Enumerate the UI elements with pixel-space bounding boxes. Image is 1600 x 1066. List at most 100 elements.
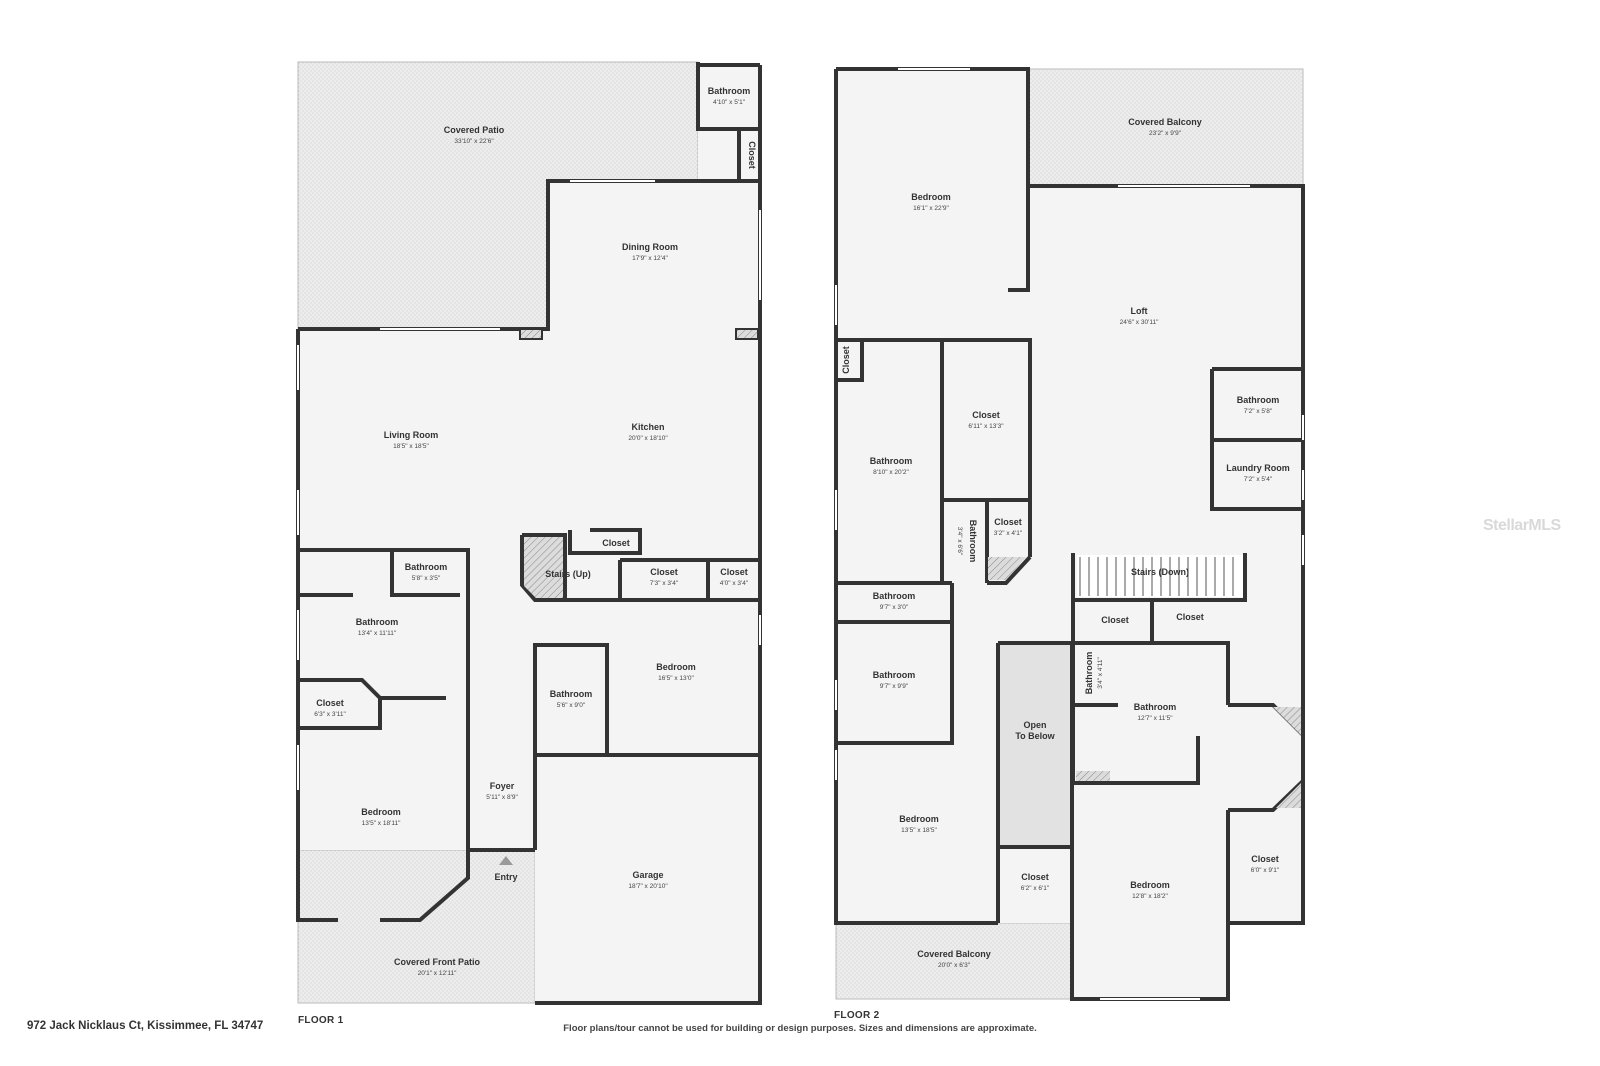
room-dim: 3'4" x 4'11" <box>1097 657 1104 689</box>
room-name: Bathroom <box>1134 702 1177 712</box>
room-name: Bedroom <box>911 192 951 202</box>
room-dim: 24'6" x 30'11" <box>1120 319 1159 326</box>
room-name: Closet <box>994 517 1022 527</box>
room-dim: 4'10" x 5'1" <box>713 99 746 106</box>
entry-label: Entry <box>494 872 517 882</box>
room-name: Bathroom <box>356 617 399 627</box>
room-dim: 3'2" x 4'1" <box>994 530 1023 537</box>
room-name: Bathroom <box>1237 395 1280 405</box>
room-dim: 3'4" x 6'6" <box>956 527 963 556</box>
room-name: Bedroom <box>1130 880 1170 890</box>
room-dim: 20'0" x 18'10" <box>628 435 668 442</box>
room-name: Closet <box>1101 615 1129 625</box>
room-dim: 7'2" x 5'4" <box>1244 476 1273 483</box>
stairs-down-treads <box>1077 555 1243 597</box>
open-to-below-area <box>998 643 1072 847</box>
floor-2-plan <box>834 67 1305 1001</box>
room-name: Bathroom <box>550 689 593 699</box>
floor-1-windows <box>297 180 761 790</box>
room-name: Bedroom <box>656 662 696 672</box>
bedroom-corner-hatch <box>1276 783 1301 808</box>
floor-2-labels: Covered Balcony 23'2" x 9'9" Bedroom 16'… <box>841 117 1290 969</box>
room-name: Laundry Room <box>1226 463 1290 473</box>
room-dim: 12'8" x 18'2" <box>1132 893 1168 900</box>
bath-corner-hatch <box>1273 707 1301 735</box>
covered-balcony-top-area <box>1027 68 1304 187</box>
floor-2-label: FLOOR 2 <box>834 1010 880 1021</box>
room-dim: 13'5" x 18'11" <box>362 820 401 827</box>
room-dim: 6'3" x 3'11" <box>314 711 346 718</box>
room-name: Bathroom <box>708 86 751 96</box>
room-name: Covered Balcony <box>917 949 991 959</box>
room-name: Garage <box>632 870 663 880</box>
room-name: Stairs (Up) <box>545 569 591 579</box>
room-name: Closet <box>1176 612 1204 622</box>
room-name: Bedroom <box>361 807 401 817</box>
room-dim: 5'8" x 3'5" <box>412 575 441 582</box>
room-dim: 23'2" x 9'9" <box>1149 130 1182 137</box>
room-name: Closet <box>747 141 757 169</box>
floor-2-interior <box>836 69 1303 999</box>
room-name: Dining Room <box>622 242 678 252</box>
room-dim: 12'7" x 11'5" <box>1137 715 1173 722</box>
room-name: Bathroom <box>870 456 913 466</box>
room-name: Bedroom <box>899 814 939 824</box>
room-name: Closet <box>316 698 344 708</box>
covered-balcony-bottom-area <box>835 922 1073 1000</box>
entry-arrow-icon <box>499 856 513 865</box>
room-dim: 8'10" x 20'2" <box>873 469 909 476</box>
fireplace-vent <box>519 328 543 340</box>
stellar-mls-watermark: StellarMLS <box>1483 517 1561 534</box>
room-name: Closet <box>1021 872 1049 882</box>
room-name: Covered Patio <box>444 125 505 135</box>
room-dim: 6'11" x 13'3" <box>968 423 1004 430</box>
room-name: Closet <box>841 346 851 374</box>
room-dim: 18'7" x 20'10" <box>628 883 668 890</box>
vanity-hatch <box>1076 771 1110 781</box>
room-dim: 7'3" x 3'4" <box>650 580 679 587</box>
floor-1-bath-nook <box>698 65 760 181</box>
room-dim: 13'5" x 18'5" <box>901 827 937 834</box>
room-dim: 20'0" x 6'3" <box>938 962 971 969</box>
room-dim: 5'6" x 9'0" <box>557 702 586 709</box>
closet-corner-hatch <box>988 557 1026 580</box>
room-name: Foyer <box>490 781 515 791</box>
room-dim: 16'1" x 22'9" <box>913 205 949 212</box>
room-dim: 4'0" x 3'4" <box>720 580 749 587</box>
room-name: Closet <box>650 567 678 577</box>
fridge-vent <box>735 328 759 340</box>
room-name: Bathroom <box>968 520 978 563</box>
room-dim: 6'2" x 6'1" <box>1021 885 1050 892</box>
floor-1-labels: Bathroom 4'10" x 5'1" Covered Patio 33'1… <box>314 86 757 977</box>
disclaimer-text: Floor plans/tour cannot be used for buil… <box>563 1023 1037 1034</box>
room-name: Stairs (Down) <box>1131 567 1189 577</box>
stairs-up-hatch <box>524 537 563 598</box>
room-dim: 20'1" x 12'11" <box>418 970 457 977</box>
room-name: Bathroom <box>873 591 916 601</box>
room-name: Closet <box>972 410 1000 420</box>
room-dim: 6'0" x 9'1" <box>1251 867 1280 874</box>
room-name: Covered Front Patio <box>394 957 481 967</box>
room-dim: 9'7" x 9'9" <box>880 683 909 690</box>
room-name: Bathroom <box>405 562 448 572</box>
room-dim: 17'9" x 12'4" <box>632 255 668 262</box>
room-dim: 7'2" x 5'8" <box>1244 408 1273 415</box>
room-dim: 16'5" x 13'0" <box>658 675 694 682</box>
room-name: Living Room <box>384 430 439 440</box>
floor-1-walls <box>296 62 762 1005</box>
room-name: Kitchen <box>631 422 664 432</box>
floor-1-label: FLOOR 1 <box>298 1015 344 1026</box>
room-name: Bathroom <box>1084 652 1094 695</box>
room-name: Bathroom <box>873 670 916 680</box>
room-name: Covered Balcony <box>1128 117 1202 127</box>
room-dim: 18'5" x 18'5" <box>393 443 429 450</box>
room-name: Open <box>1023 720 1046 730</box>
floor-1-plan <box>296 61 762 1005</box>
room-dim: 5'11" x 8'9" <box>486 794 518 801</box>
property-address: 972 Jack Nicklaus Ct, Kissimmee, FL 3474… <box>27 1020 264 1032</box>
room-dim: 33'10" x 22'6" <box>454 138 494 145</box>
room-name: Closet <box>1251 854 1279 864</box>
room-name: Loft <box>1131 306 1148 316</box>
room-name: To Below <box>1015 731 1055 741</box>
